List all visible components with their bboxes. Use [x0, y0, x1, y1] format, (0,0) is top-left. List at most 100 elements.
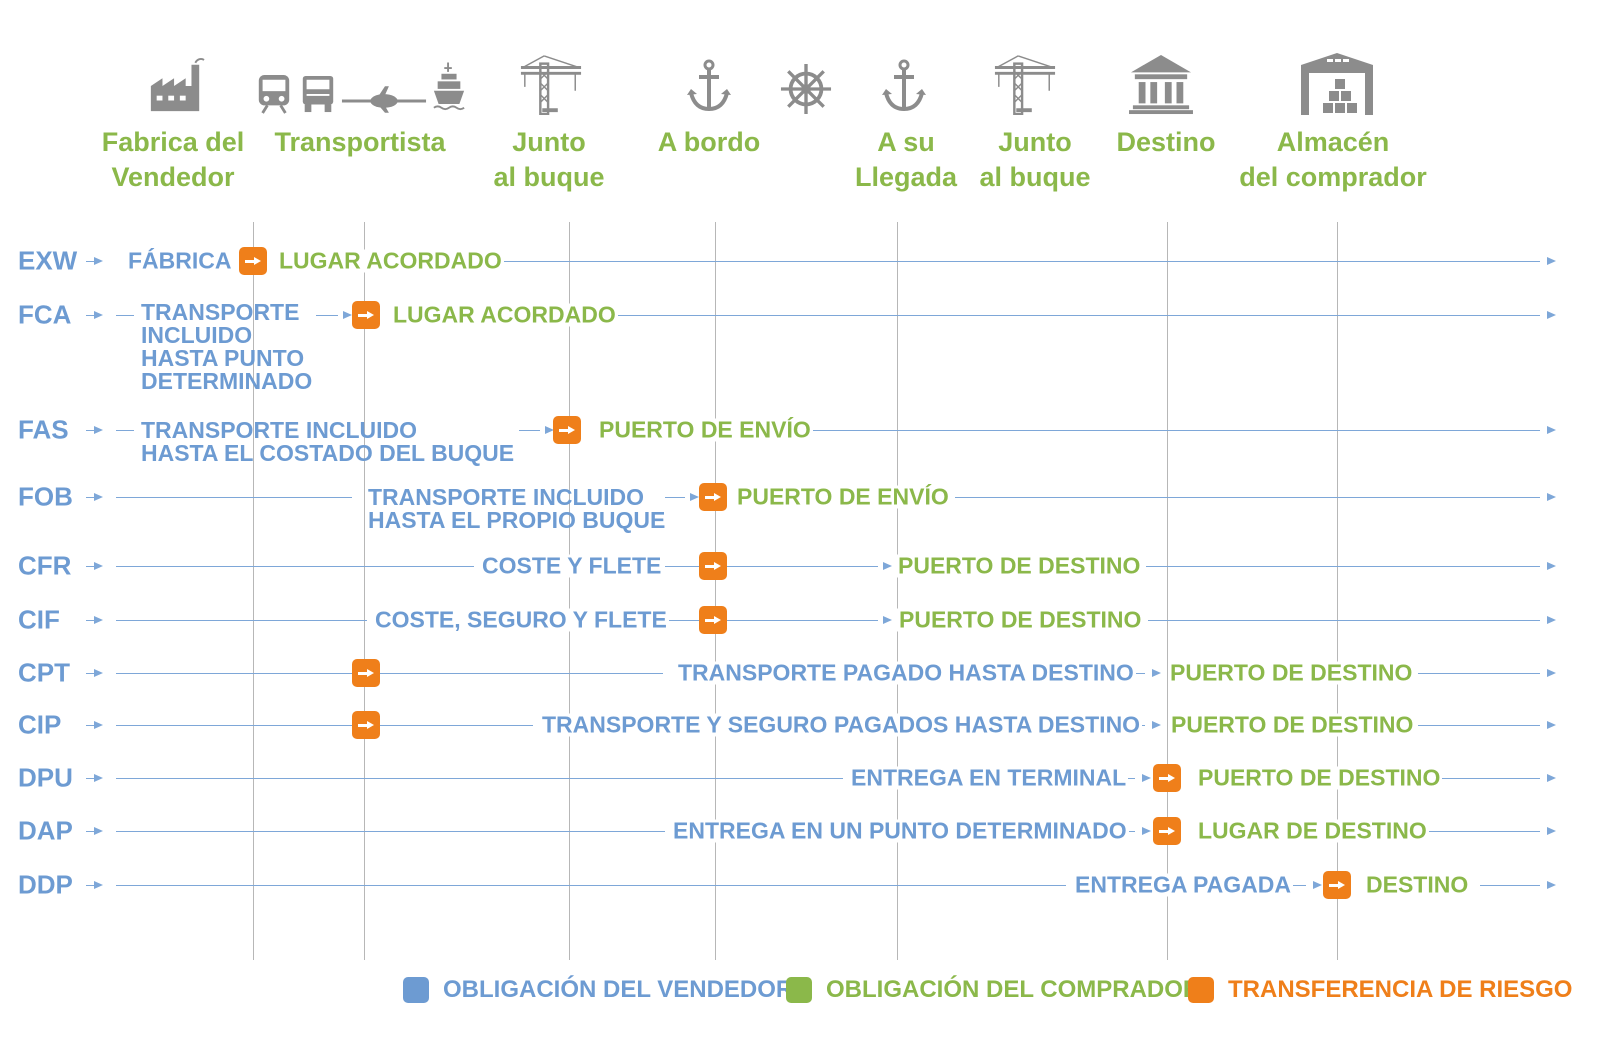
legend-swatch — [786, 977, 812, 1003]
arrow-head — [1547, 721, 1556, 729]
arrow-head — [94, 616, 103, 624]
header-line: Fabrica del — [101, 127, 245, 157]
ship-icon — [432, 45, 466, 115]
risk-transfer-icon — [352, 711, 380, 739]
seller-label-line: COSTE Y FLETE — [482, 552, 662, 579]
header-line: al buque — [979, 162, 1091, 192]
warehouse-icon — [1299, 45, 1375, 115]
risk-transfer-icon — [699, 552, 727, 580]
buyer-obligation-label: PUERTO DE DESTINO — [897, 608, 1144, 632]
header-line: Junto — [512, 127, 586, 157]
factory-icon — [147, 45, 205, 115]
header-line: al buque — [493, 162, 605, 192]
seller-label-line: COSTE, SEGURO Y FLETE — [375, 606, 667, 633]
buyer-label-line: PUERTO DE DESTINO — [1198, 764, 1441, 791]
seller-obligation-label: ENTREGA EN UN PUNTO DETERMINADO — [671, 819, 1129, 843]
incoterm-code-cfr: CFR — [18, 550, 72, 581]
incoterm-code-ddp: DDP — [18, 869, 73, 900]
legend-label: TRANSFERENCIA DE RIESGO — [1228, 976, 1573, 1003]
seller-obligation-label: COSTE Y FLETE — [480, 552, 664, 579]
arrow-line — [1436, 778, 1540, 779]
seller-obligation-label: FÁBRICA — [126, 247, 234, 274]
arrow-head — [1152, 669, 1161, 677]
arrow-line — [1146, 566, 1540, 567]
incoterm-code-exw: EXW — [18, 245, 78, 276]
header-line: Vendedor — [111, 162, 235, 192]
header-2: Junto al buque — [493, 125, 604, 195]
gridline-2 — [569, 222, 570, 960]
arrow-line — [86, 725, 95, 726]
arrow-head — [1547, 616, 1556, 624]
arrow-line — [1418, 725, 1540, 726]
legend-item: OBLIGACIÓN DEL COMPRADOR — [786, 976, 1200, 1004]
arrow-head — [94, 774, 103, 782]
arrow-head — [1547, 669, 1556, 677]
header-line: A su — [877, 127, 935, 157]
arrow-head — [1547, 774, 1556, 782]
arrow-line — [1292, 885, 1306, 886]
gridline-4 — [897, 222, 898, 960]
arrow-line — [316, 315, 338, 316]
arrow-line — [116, 566, 474, 567]
incoterm-code-cif: CIF — [18, 604, 60, 635]
arrow-head — [1547, 562, 1556, 570]
legend-item: OBLIGACIÓN DEL VENDEDOR — [403, 976, 793, 1004]
gridline-1 — [364, 222, 365, 960]
incoterm-code-fca: FCA — [18, 299, 72, 330]
seller-obligation-label: TRANSPORTE PAGADO HASTA DESTINO — [676, 661, 1136, 685]
seller-label-line: DETERMINADO — [141, 367, 313, 394]
risk-transfer-icon — [352, 659, 380, 687]
arrow-head — [94, 721, 103, 729]
arrow-line — [86, 885, 95, 886]
incoterm-code-cip: CIP — [18, 709, 62, 740]
seller-obligation-label: ENTREGA EN TERMINAL — [849, 766, 1129, 790]
arrow-line — [1418, 831, 1540, 832]
arrow-head — [1142, 827, 1151, 835]
risk-transfer-icon — [1153, 764, 1181, 792]
header-line: Junto — [998, 127, 1072, 157]
arrow-line — [1148, 620, 1540, 621]
seller-label-line: TRANSPORTE INCLUIDO — [368, 483, 644, 510]
seller-obligation-label: ENTREGA PAGADA — [1073, 873, 1293, 897]
risk-transfer-icon — [699, 606, 727, 634]
arrow-head — [94, 426, 103, 434]
arrow-head — [94, 493, 103, 501]
arrow-line — [116, 620, 367, 621]
arrow-line — [86, 315, 95, 316]
buyer-obligation-label: LUGAR ACORDADO — [277, 247, 504, 274]
seller-label-line: FÁBRICA — [128, 247, 232, 274]
gridline-5 — [1167, 222, 1168, 960]
arrow-head — [343, 311, 352, 319]
header-line: Destino — [1116, 127, 1216, 157]
arrow-line — [503, 261, 1540, 262]
seller-label-line: TRANSPORTE — [141, 298, 300, 325]
arrow-line — [86, 430, 95, 431]
header-6: Destino — [1116, 125, 1215, 160]
arrow-line — [116, 673, 663, 674]
ship-wheel-icon — [780, 45, 832, 115]
legend-label: OBLIGACIÓN DEL VENDEDOR — [443, 976, 794, 1003]
arrow-line — [116, 778, 843, 779]
seller-label-line: TRANSPORTE Y SEGURO PAGADOS HASTA DESTIN… — [542, 711, 1141, 738]
buyer-label-line: PUERTO DE DESTINO — [1170, 659, 1413, 686]
risk-transfer-icon — [1323, 871, 1351, 899]
buyer-obligation-label: PUERTO DE ENVÍO — [597, 418, 813, 442]
arrow-line — [615, 315, 1540, 316]
buyer-label-line: LUGAR ACORDADO — [279, 247, 502, 274]
arrow-head — [1313, 881, 1322, 889]
header-line: Almacén — [1276, 127, 1390, 157]
seller-label-line: INCLUIDO — [141, 321, 253, 348]
arrow-head — [94, 562, 103, 570]
airplane-icon — [340, 45, 428, 115]
arrow-head — [883, 562, 892, 570]
arrow-head — [690, 493, 699, 501]
buyer-obligation-label: DESTINO — [1364, 873, 1471, 897]
risk-transfer-icon — [352, 301, 380, 329]
buyer-label-line: LUGAR DE DESTINO — [1198, 817, 1427, 844]
arrow-line — [1418, 673, 1540, 674]
